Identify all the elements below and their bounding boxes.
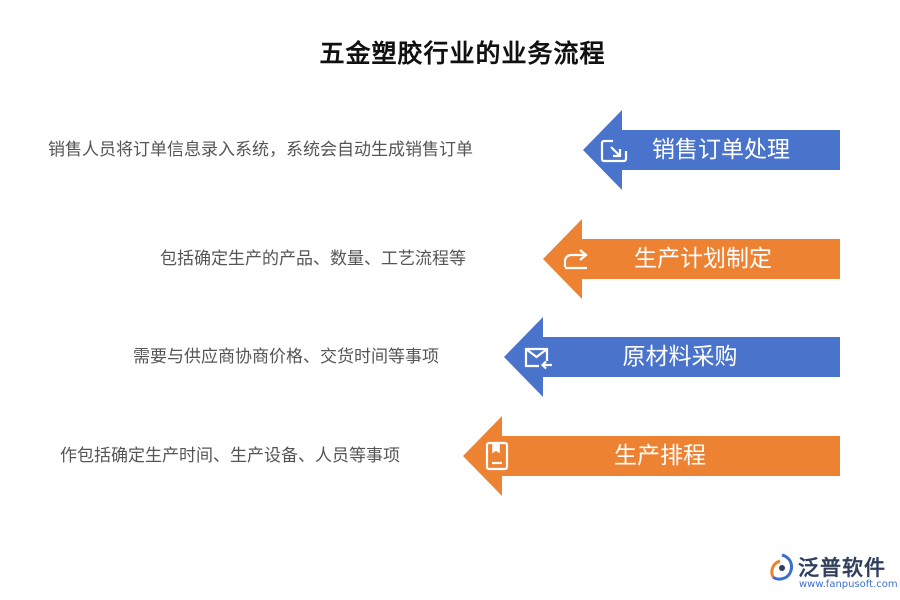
step-description: 作包括确定生产时间、生产设备、人员等事项 (60, 446, 400, 466)
step-label: 生产计划制定 (634, 246, 772, 272)
logo-mark-icon (770, 553, 794, 581)
step-description: 需要与供应商协商价格、交货时间等事项 (133, 347, 439, 367)
arrow-shape (583, 110, 840, 190)
step-production-plan: 包括确定生产的产品、数量、工艺流程等 生产计划制定 (0, 219, 900, 299)
company-logo: 泛普软件 www.fanpusoft.com (768, 552, 898, 596)
redo-icon (561, 246, 591, 276)
step-description: 包括确定生产的产品、数量、工艺流程等 (160, 249, 466, 269)
logo-text: 泛普软件 (798, 556, 886, 580)
step-sales-order: 销售人员将订单信息录入系统，系统会自动生成销售订单 销售订单处理 (0, 110, 900, 190)
diagram-title: 五金塑胶行业的业务流程 (319, 39, 606, 68)
exit-icon (600, 138, 630, 168)
step-description: 销售人员将订单信息录入系统，系统会自动生成销售订单 (48, 140, 473, 160)
step-production-schedule: 作包括确定生产时间、生产设备、人员等事项 生产排程 (0, 416, 900, 496)
document-icon (484, 440, 510, 476)
step-label: 生产排程 (614, 443, 706, 469)
step-label: 原材料采购 (622, 344, 738, 370)
step-material-purchase: 需要与供应商协商价格、交货时间等事项 原材料采购 (0, 317, 900, 397)
mail-icon (523, 345, 555, 375)
step-label: 销售订单处理 (652, 137, 790, 163)
logo-url: www.fanpusoft.com (799, 579, 898, 590)
arrow-shape (504, 317, 840, 397)
arrow-shape (543, 219, 840, 299)
arrow-shape (463, 416, 840, 496)
